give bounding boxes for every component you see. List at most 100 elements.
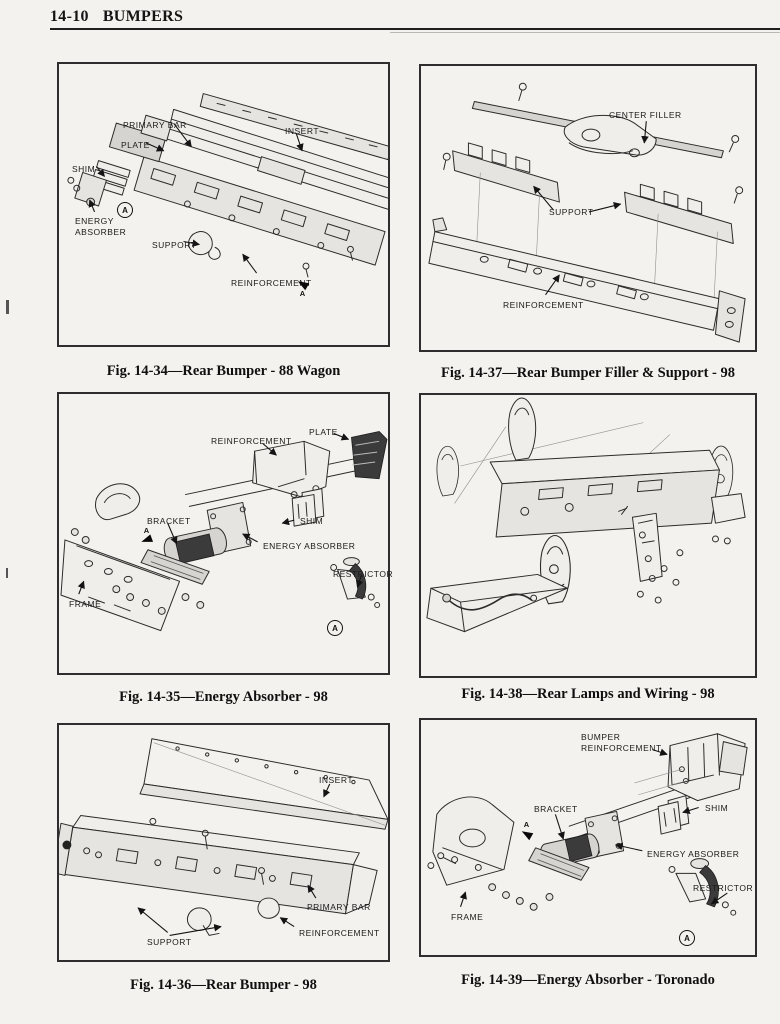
figure-caption-14-36: Fig. 14-36—Rear Bumper - 98: [130, 977, 317, 993]
support-part: [188, 231, 221, 260]
view-marker-letter: A: [299, 289, 306, 298]
restrictor-part: [668, 858, 737, 916]
leader-arrows: [533, 121, 649, 296]
shim-part: [291, 488, 325, 527]
insert-part: [199, 93, 388, 161]
plate-part: [351, 431, 388, 480]
view-direction-marker: A: [295, 277, 310, 298]
leader-arrows: [459, 748, 728, 907]
energy-absorber-assembly: [67, 114, 173, 207]
part-label-primary-bar: PRIMARY BAR: [307, 902, 371, 912]
reinforcement-part: [428, 217, 746, 343]
part-label-restrictor: RESTRICTOR: [333, 569, 394, 579]
detail-circle-a: A: [327, 620, 343, 636]
part-label-restrictor: RESTRICTOR: [693, 883, 754, 893]
part-label-support: SUPPORT: [152, 240, 197, 250]
figure-caption-14-35: Fig. 14-35—Energy Absorber - 98: [119, 689, 328, 705]
part-label-reinforcement: REINFORCEMENT: [231, 278, 312, 288]
alignment-lines: [476, 172, 718, 311]
part-label-frame: FRAME: [69, 599, 102, 609]
leader-arrows: [88, 122, 304, 274]
frame-part: [60, 483, 181, 632]
header-rule-shadow: [390, 32, 780, 33]
view-marker-letter: A: [143, 526, 150, 535]
part-label-reinforcement: REINFORCEMENT: [299, 928, 380, 938]
nuts: [488, 883, 554, 911]
figure-caption-14-34: Fig. 14-34—Rear Bumper - 88 Wagon: [106, 363, 341, 379]
alignment-lines: [454, 422, 716, 522]
reinforcement-part: [133, 156, 386, 266]
figure-14-34-illustration: [67, 93, 388, 278]
bolts: [618, 505, 731, 604]
view-arrow-icon: [139, 534, 154, 546]
bolts: [302, 245, 354, 278]
part-label-plate: PLATE: [309, 427, 338, 437]
reinforcement-bar: [489, 449, 746, 538]
detail-circle-a: A: [679, 930, 695, 946]
energy-absorber-part: [163, 501, 252, 565]
part-label-shim: SHIM: [300, 516, 324, 526]
figure-caption-14-37: Fig. 14-37—Rear Bumper Filler & Support …: [440, 365, 735, 381]
part-label-energy-absorber: ENERGY ABSORBER: [263, 541, 356, 551]
part-label-primary-bar: PRIMARY BAR: [123, 120, 187, 130]
insert-panel: [139, 738, 388, 830]
figure-box-14-39: BUMPER REINFORCEMENT BRACKET SHIM ENERGY…: [419, 718, 757, 957]
scan-artifact: [6, 300, 9, 314]
part-label-bracket: BRACKET: [147, 516, 191, 526]
shim-part: [657, 795, 690, 835]
part-label-shim: SHIM: [705, 803, 729, 813]
part-label-center-filler: CENTER FILLER: [609, 110, 682, 120]
restrictor-part: [330, 557, 381, 608]
part-label-frame: FRAME: [451, 912, 484, 922]
figure-caption-14-38: Fig. 14-38—Rear Lamps and Wiring - 98: [461, 686, 715, 702]
support-left: [442, 142, 560, 203]
mounting-bracket: [631, 512, 663, 582]
part-label-energy-absorber: ENERGY ABSORBER: [75, 216, 127, 238]
part-label-insert: INSERT: [319, 775, 354, 785]
part-label-support: SUPPORT: [147, 937, 192, 947]
part-label-reinforcement: REINFORCEMENT: [211, 436, 292, 446]
figure-box-14-36: INSERT PRIMARY BAR REINFORCEMENT SUPPORT: [57, 723, 390, 962]
part-label-support: SUPPORT: [549, 207, 594, 217]
detail-circle-letter: A: [122, 205, 128, 215]
page-header: 14-10 BUMPERS: [50, 8, 183, 26]
leader-arrows: [77, 432, 364, 595]
nuts: [70, 528, 205, 615]
part-label-shim: SHIM: [72, 164, 96, 174]
leader-arrows: [137, 783, 331, 936]
figure-14-39-illustration: [427, 733, 748, 916]
detail-circle-letter: A: [332, 623, 338, 633]
figure-box-14-38: [419, 393, 757, 678]
view-direction-marker: A: [519, 820, 534, 841]
support-right: [624, 183, 744, 244]
frame-and-wiring: [426, 573, 568, 633]
bumper-reinforcement-part: [634, 733, 748, 802]
part-label-bumper-reinforcement: BUMPER REINFORCEMENT: [581, 732, 662, 754]
view-arrow-icon: [295, 277, 310, 291]
figure-caption-14-39: Fig. 14-39—Energy Absorber - Toronado: [461, 972, 715, 988]
part-label-bracket: BRACKET: [534, 804, 578, 814]
bracket-part: [140, 549, 210, 585]
part-label-insert: INSERT: [285, 126, 320, 136]
bracket-part: [528, 847, 590, 881]
bumper-bar: [59, 814, 378, 915]
scan-artifact: [6, 568, 8, 578]
figure-14-35-illustration: [60, 431, 388, 632]
figure-14-38-illustration: [426, 397, 746, 633]
part-label-energy-absorber: ENERGY ABSORBER: [647, 849, 740, 859]
figure-box-14-37: CENTER FILLER SUPPORT REINFORCEMENT: [419, 64, 757, 352]
fasteners: [62, 817, 265, 885]
section-title: BUMPERS: [102, 8, 184, 25]
part-label-reinforcement: REINFORCEMENT: [503, 300, 584, 310]
center-filler-part: [563, 114, 657, 158]
frame-part: [427, 796, 515, 886]
figure-box-14-35: REINFORCEMENT PLATE BRACKET SHIM ENERGY …: [57, 392, 394, 675]
part-label-plate: PLATE: [121, 140, 150, 150]
page-number: 14-10: [50, 8, 89, 25]
figure-14-37-illustration: [428, 82, 746, 343]
view-marker-letter: A: [523, 820, 530, 829]
detail-circle-letter: A: [684, 933, 690, 943]
detail-circle-a: A: [117, 202, 133, 218]
header-rule: [50, 28, 780, 30]
